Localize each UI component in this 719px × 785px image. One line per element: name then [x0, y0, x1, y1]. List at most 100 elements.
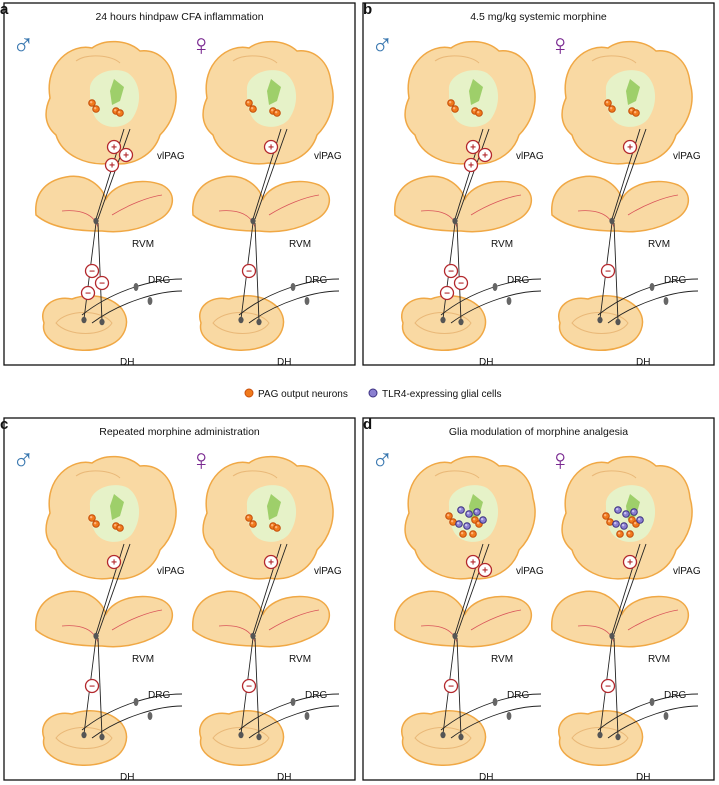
male-symbol-icon: ♂ — [371, 444, 394, 477]
rvm-contour — [111, 194, 163, 216]
panel-letter: b — [363, 1, 372, 18]
neuron-highlight — [118, 526, 121, 529]
vlpag-slice — [404, 455, 536, 580]
neuron-highlight — [477, 522, 480, 525]
inhibitory-synapse-icon — [600, 263, 616, 279]
vlpag-contour — [75, 55, 121, 64]
rvm-dh-fiber — [97, 222, 103, 322]
inhibitory-synapse-icon — [439, 285, 455, 301]
minus-symbol: − — [444, 288, 450, 299]
rvm-dh-fiber — [456, 222, 462, 322]
dh-gray-matter — [571, 312, 629, 334]
dh-neuron-soma — [238, 316, 244, 324]
pag-rvm-fiber — [97, 128, 131, 220]
panel-title: Repeated morphine administration — [99, 426, 260, 438]
dh-neuron-soma — [458, 318, 464, 326]
glia-highlight — [475, 510, 478, 513]
female-symbol-icon: ♀ — [190, 444, 213, 477]
neuron-highlight — [628, 532, 631, 535]
drg-soma — [663, 712, 669, 720]
rvm-slice — [192, 590, 330, 648]
excitatory-synapse-icon — [104, 157, 120, 173]
vlpag-slice — [45, 455, 177, 580]
drg-soma — [304, 297, 310, 305]
female-symbol-icon: ♀ — [549, 29, 572, 62]
vlpag-label: vlPAG — [314, 151, 342, 162]
rvm-label: RVM — [132, 654, 154, 665]
rvm-contour — [268, 194, 320, 216]
glia-highlight — [457, 522, 460, 525]
vlpag-contour — [591, 55, 637, 64]
neuron-highlight — [604, 514, 607, 517]
inhibitory-synapse-icon — [443, 678, 459, 694]
legend: PAG output neurons TLR4-expressing glial… — [244, 388, 502, 400]
rvm-neuron-soma — [452, 632, 458, 640]
rvm-contour — [470, 609, 522, 631]
rvm-label: RVM — [648, 654, 670, 665]
glia-highlight — [622, 524, 625, 527]
dh-label: DH — [636, 357, 650, 368]
plus-symbol: + — [468, 160, 474, 171]
minus-symbol: − — [85, 288, 91, 299]
dh-neuron-soma — [440, 316, 446, 324]
vlpag-label: vlPAG — [516, 566, 544, 577]
glia-highlight — [467, 512, 470, 515]
aqueduct-icon — [110, 79, 124, 105]
dh-gray-matter — [414, 312, 472, 334]
panel-title: 24 hours hindpaw CFA inflammation — [95, 11, 263, 23]
glia-highlight — [465, 524, 468, 527]
neuron-highlight — [618, 532, 621, 535]
inhibitory-synapse-icon — [241, 678, 257, 694]
drg-soma — [133, 283, 139, 291]
vlpag-contour — [75, 470, 121, 479]
minus-symbol: − — [448, 681, 454, 692]
rvm-neuron-soma — [250, 217, 256, 225]
plus-symbol: + — [111, 557, 117, 568]
rvm-neuron-soma — [452, 217, 458, 225]
dh-label: DH — [277, 772, 291, 783]
dh-neuron-soma — [615, 318, 621, 326]
female-symbol-icon: ♀ — [549, 444, 572, 477]
legend-pag-label: PAG output neurons — [258, 389, 348, 400]
rvm-contour — [111, 609, 163, 631]
vlpag-label: vlPAG — [157, 151, 185, 162]
rvm-neuron-soma — [93, 632, 99, 640]
male-symbol-icon: ♂ — [12, 444, 35, 477]
dh-label: DH — [479, 357, 493, 368]
inhibitory-synapse-icon — [443, 263, 459, 279]
drg-afferent — [81, 278, 183, 316]
excitatory-synapse-icon — [118, 147, 134, 163]
drg-soma — [133, 698, 139, 706]
dh-gray-matter — [55, 727, 113, 749]
drg-afferent — [450, 705, 542, 739]
excitatory-synapse-icon — [622, 554, 638, 570]
drg-soma — [506, 297, 512, 305]
inhibitory-synapse-icon — [84, 678, 100, 694]
rvm-dh-fiber — [613, 222, 619, 322]
drg-afferent — [597, 278, 699, 316]
drg-label: DRG — [507, 690, 529, 701]
plus-symbol: + — [123, 150, 129, 161]
neuron-highlight — [477, 111, 480, 114]
rvm-contour — [577, 210, 615, 228]
neuron-highlight — [610, 107, 613, 110]
dh-neuron-soma — [597, 731, 603, 739]
neuron-highlight — [451, 520, 454, 523]
rvm-contour — [61, 625, 99, 643]
drg-label: DRG — [507, 275, 529, 286]
drg-afferent — [248, 290, 340, 324]
drg-soma — [290, 698, 296, 706]
dh-gray-matter — [212, 312, 270, 334]
rvm-contour — [218, 625, 256, 643]
panel-title: Glia modulation of morphine analgesia — [449, 426, 628, 438]
plus-symbol: + — [111, 142, 117, 153]
drg-afferent — [450, 290, 542, 324]
legend-pag-marker — [244, 388, 254, 398]
legend-glia-marker — [368, 388, 378, 398]
neuron-highlight — [634, 111, 637, 114]
pag-rvm-fiber — [254, 128, 288, 220]
rvm-label: RVM — [491, 654, 513, 665]
